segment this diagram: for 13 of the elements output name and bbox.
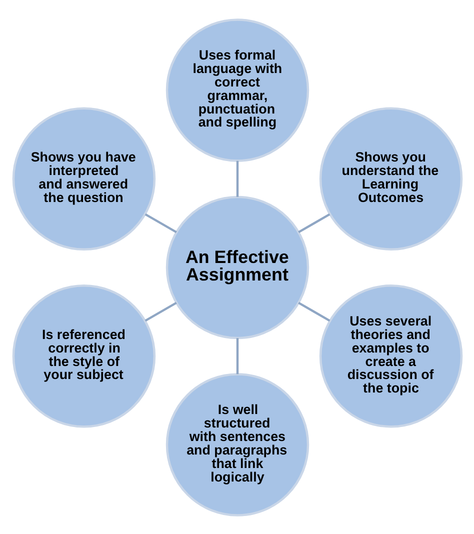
connector <box>298 212 330 233</box>
connector <box>298 301 330 322</box>
node-circle: Is referenced correctly in the style of your subject <box>12 284 156 428</box>
connector <box>144 212 176 233</box>
connector <box>236 338 238 374</box>
node-circle: Shows you have interpreted and answered the question <box>12 106 156 250</box>
connector <box>236 160 238 196</box>
node-circle: Uses formal language with correct grammar, punctuation and spelling <box>165 18 309 162</box>
node-circle: An Effective Assignment <box>165 195 309 339</box>
node-circle: Is well structured with sentences and paragraphs that link logically <box>165 372 309 516</box>
connector <box>144 301 176 322</box>
node-circle: Uses several theories and examples to create a discussion of the topic <box>318 284 462 428</box>
node-circle: Shows you understand the Learning Outcomes <box>318 106 462 250</box>
